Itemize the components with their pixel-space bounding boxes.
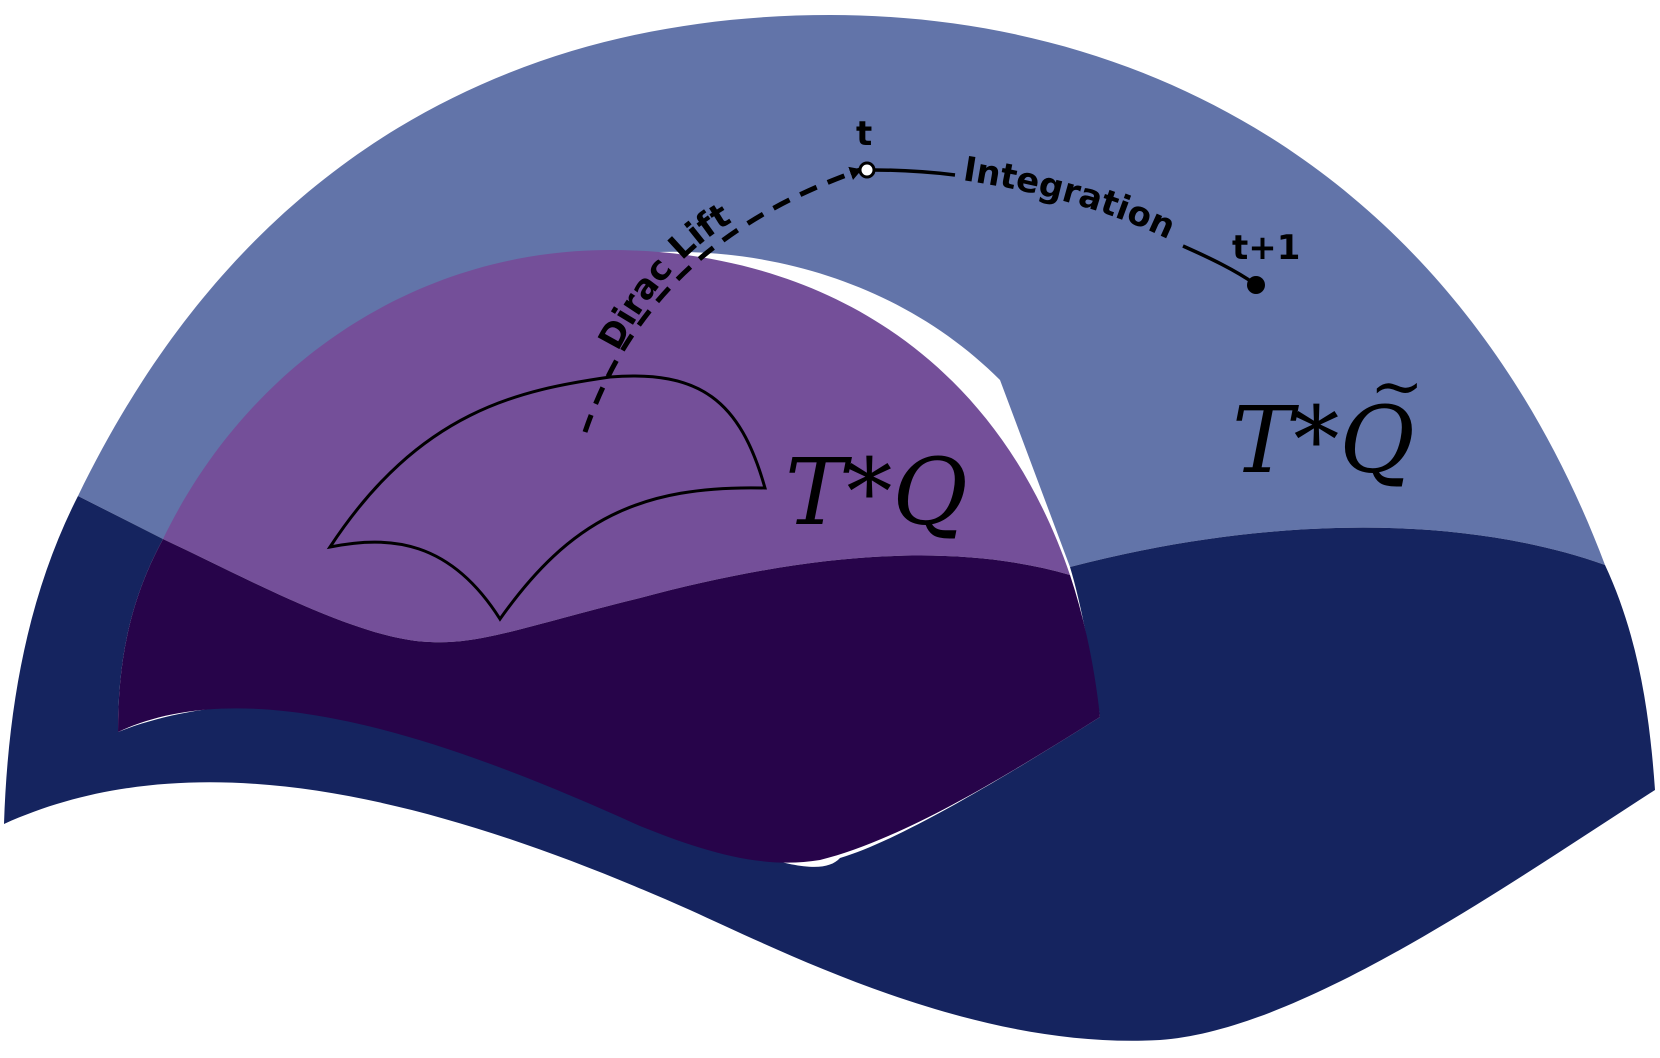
outer-space-tilde: ~ (1370, 350, 1424, 424)
time-t-plus-1-label: t+1 (1232, 228, 1300, 268)
dirac-lift-arrow (582, 166, 862, 433)
time-t-plus-1-marker (1247, 276, 1265, 294)
outer-region-dark (4, 496, 1655, 1041)
outer-space-label: T*Q (1232, 387, 1415, 494)
inner-space-label: T*Q (785, 439, 968, 546)
time-t-marker (858, 161, 876, 179)
manifold-surface-outline (326, 374, 767, 622)
time-t-label: t (856, 114, 872, 154)
integration-curve-start (873, 168, 956, 177)
outer-region-light (78, 15, 1605, 567)
inner-region-dark (118, 539, 1100, 863)
